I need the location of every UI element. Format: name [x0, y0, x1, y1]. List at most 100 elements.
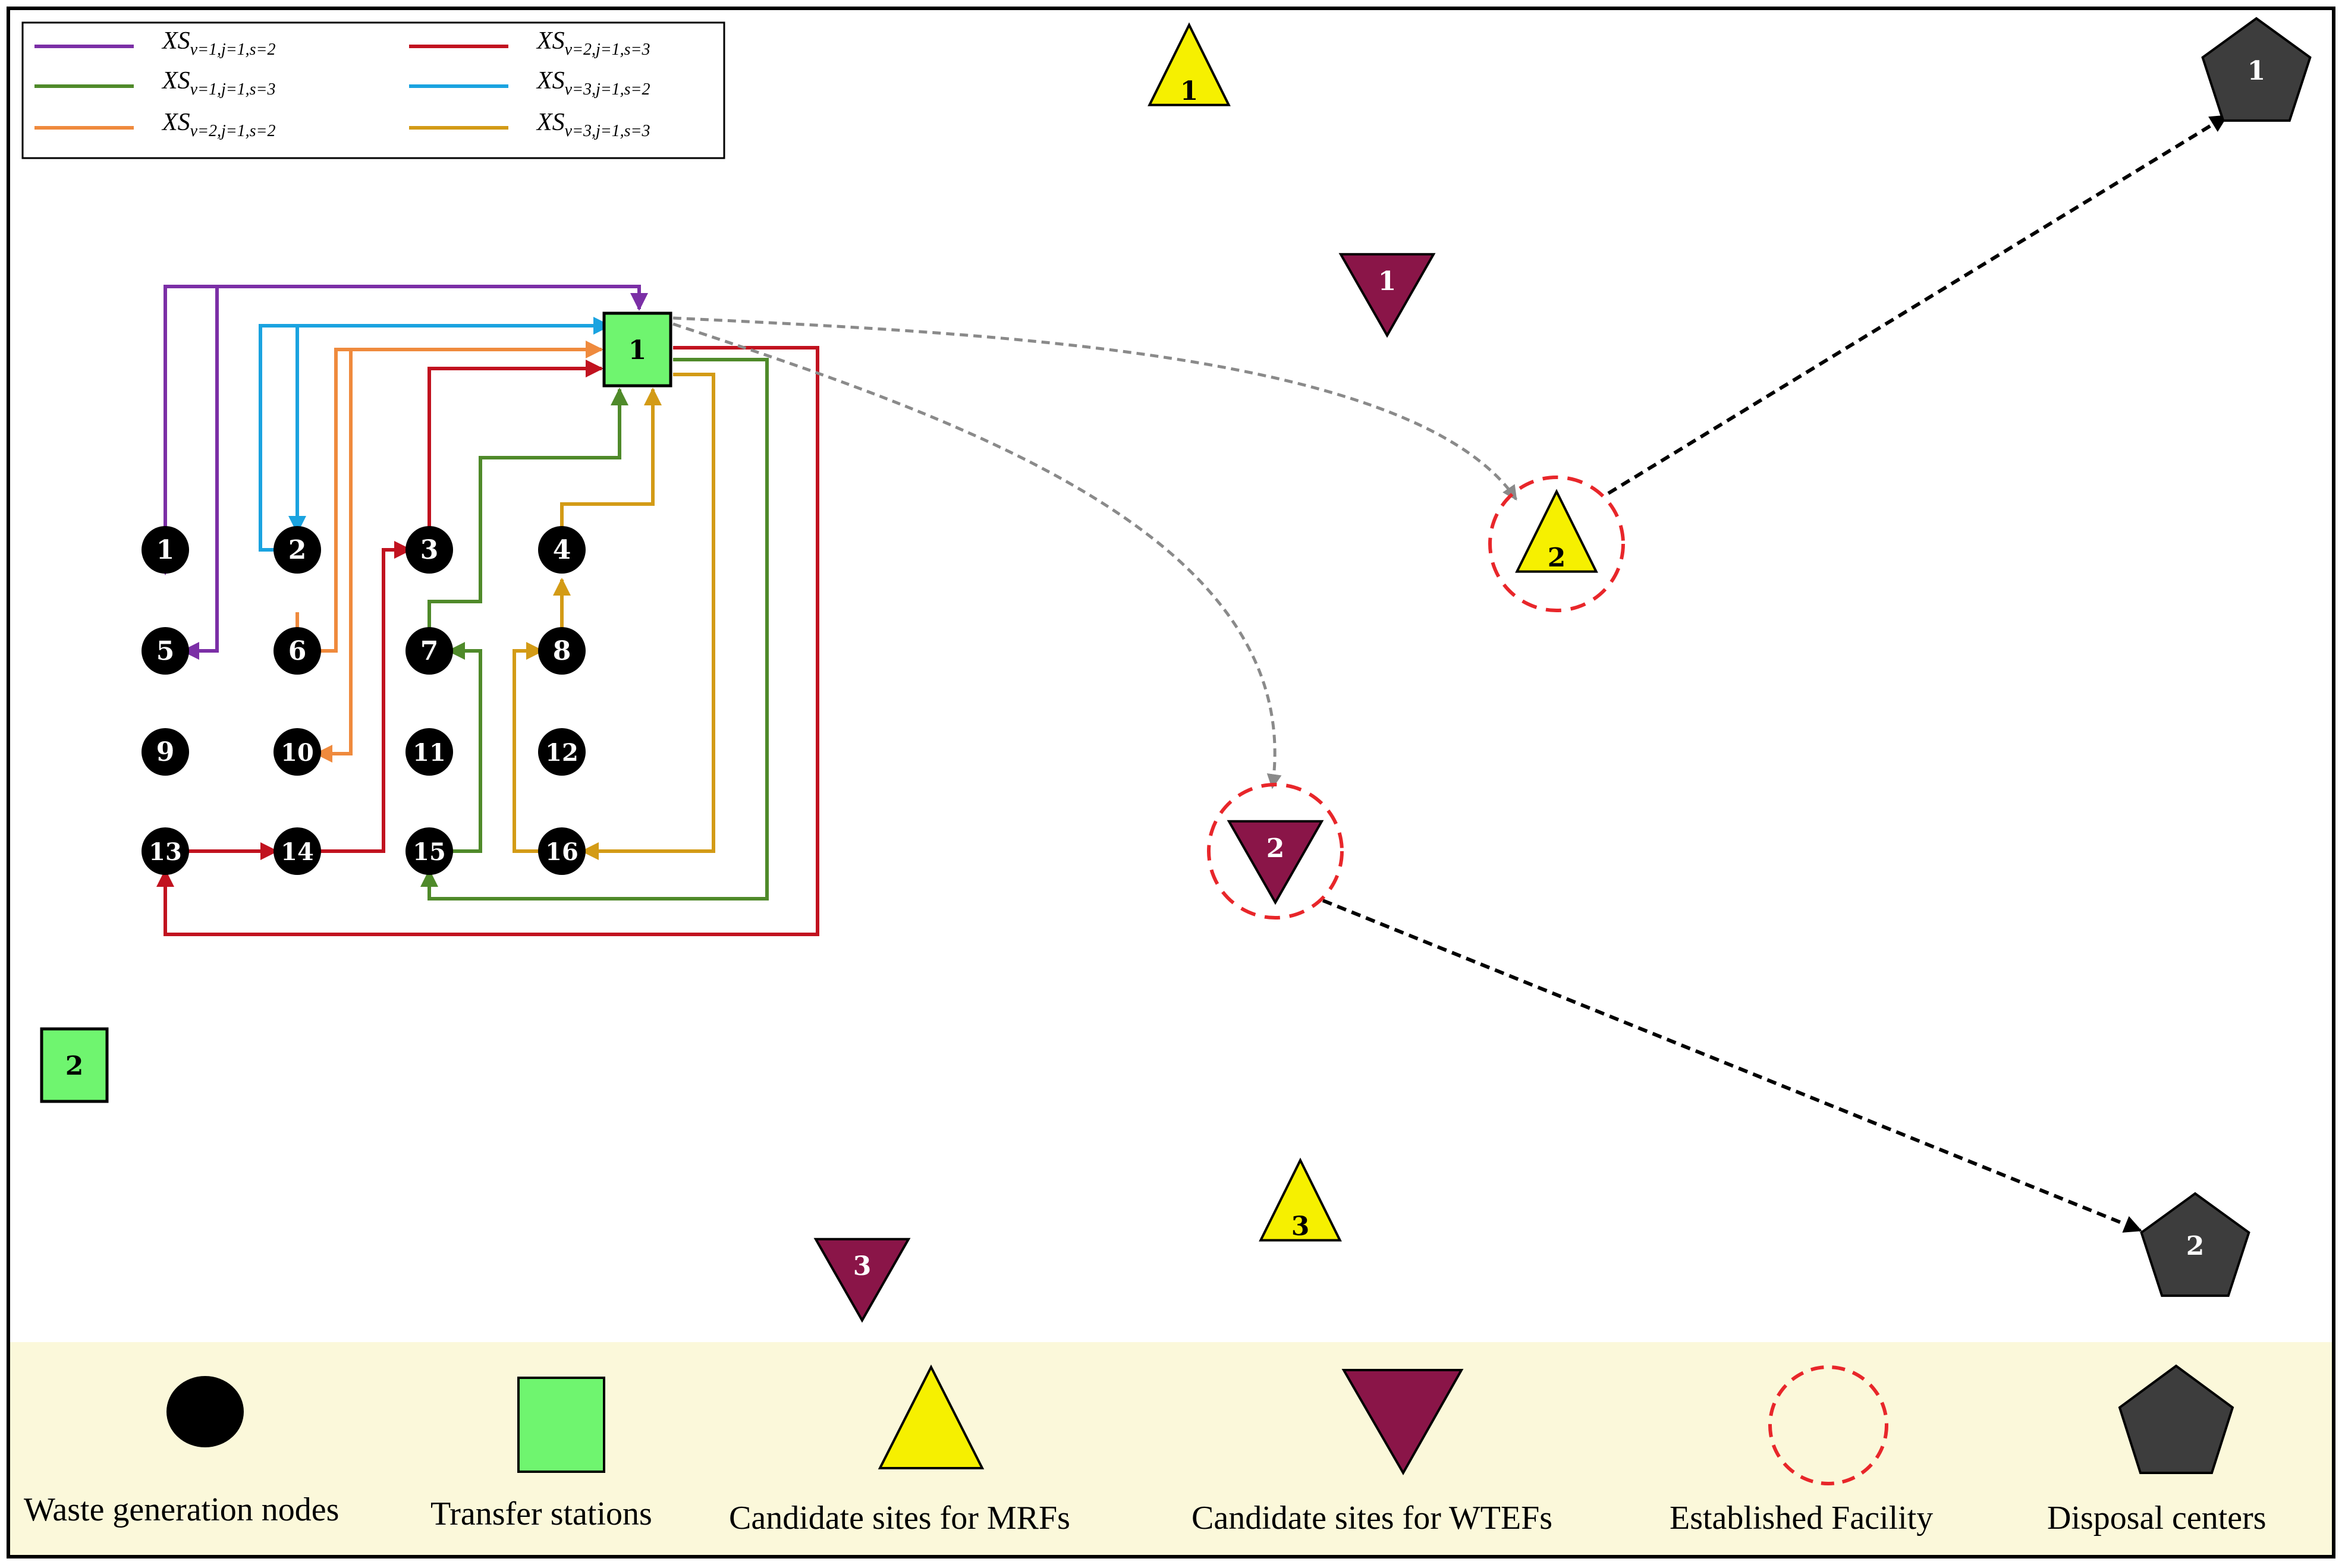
route-v2s2-seg-2	[314, 341, 603, 653]
key-label-v3s2: XSv=3,j=1,s=2	[536, 67, 650, 99]
waste-node-12: 12	[538, 728, 586, 776]
flow-wtef2-to-disposal2	[1322, 899, 2142, 1233]
waste-node-15: 15	[405, 827, 453, 875]
waste-node-label: 13	[149, 838, 182, 866]
waste-node-4: 4	[538, 526, 586, 574]
flow-lines	[672, 114, 2228, 1233]
mrf-site-1: 1	[1148, 22, 1231, 106]
legend-label-established: Established Facility	[1670, 1500, 1933, 1536]
legend-item-mrf: Candidate sites for MRFs	[729, 1364, 1070, 1536]
figure-frame	[7, 7, 2335, 1558]
route-v3s2	[259, 317, 611, 552]
key-entry-v2s2: XSv=2,j=1,s=2	[34, 109, 275, 140]
waste-node-9: 9	[142, 728, 189, 776]
waste-node-5: 5	[142, 627, 189, 675]
transfer-station-1: 1	[602, 311, 672, 388]
route-v3s3-seg-3	[581, 373, 715, 860]
waste-node-label: 12	[545, 739, 579, 767]
legend-label-wtef: Candidate sites for WTEFs	[1192, 1500, 1552, 1536]
legend: Waste generation nodes Transfer stations…	[24, 1364, 2266, 1536]
route-layer	[156, 285, 819, 936]
disposal-center-label: 2	[2186, 1231, 2205, 1261]
key-label-v2s3: XSv=2,j=1,s=3	[536, 27, 650, 59]
established-ring-mrf2	[1488, 476, 1625, 612]
legend-item-waste: Waste generation nodes	[24, 1376, 339, 1528]
route-v2s3-seg-4	[156, 346, 819, 936]
key-entry-v1s2: XSv=1,j=1,s=2	[34, 27, 275, 59]
waste-node-label: 2	[288, 535, 307, 565]
mrf-site-label: 2	[1548, 543, 1566, 573]
wtef-site-label: 1	[1378, 266, 1397, 297]
key-entry-v3s3: XSv=3,j=1,s=3	[409, 109, 650, 140]
waste-node-label: 6	[288, 636, 307, 666]
mrf-site-2: 2	[1515, 489, 1598, 573]
mrf-site-3: 3	[1259, 1157, 1342, 1242]
key-entry-v2s3: XSv=2,j=1,s=3	[409, 27, 650, 59]
waste-node-label: 16	[545, 838, 579, 866]
waste-node-label: 11	[413, 739, 446, 767]
mrf-site-label: 3	[1291, 1211, 1310, 1242]
flow-ts1-to-wtef2	[672, 322, 1282, 789]
legend-item-disposal: Disposal centers	[2047, 1364, 2266, 1536]
legend-label-waste: Waste generation nodes	[24, 1491, 339, 1528]
waste-node-label: 5	[156, 636, 175, 666]
wtef-site-1: 1	[1338, 253, 1436, 338]
key-label-v3s3: XSv=3,j=1,s=3	[536, 109, 650, 140]
wtef-site-2: 2	[1227, 820, 1324, 905]
waste-node-11: 11	[405, 728, 453, 776]
waste-node-label: 8	[553, 636, 571, 666]
route-v1s3-seg-1	[440, 642, 482, 853]
route-v3s3-seg-4	[513, 642, 544, 853]
route-v3s2-seg-1	[259, 317, 611, 552]
route-v1s2-seg-3	[181, 286, 219, 660]
legend-band	[10, 1342, 2332, 1555]
disposal-center-1: 1	[2201, 17, 2312, 122]
waste-node-label: 9	[156, 737, 175, 767]
waste-node-label: 15	[413, 838, 446, 866]
legend-item-established: Established Facility	[1670, 1365, 1933, 1536]
transfer-station-label: 1	[628, 335, 647, 366]
route-v1s3	[420, 358, 769, 901]
key-label-v1s2: XSv=1,j=1,s=2	[161, 27, 275, 59]
route-v3s3	[513, 373, 715, 860]
waste-node-label: 4	[553, 535, 571, 565]
waste-node-13: 13	[142, 827, 189, 875]
route-v1s3-seg-2	[427, 388, 628, 630]
waste-node-label: 10	[281, 739, 314, 767]
waste-node-6: 6	[274, 627, 321, 675]
route-v2s3-seg-2	[316, 541, 412, 853]
disposal-center-2: 2	[2140, 1192, 2250, 1297]
waste-node-14: 14	[274, 827, 321, 875]
key-label-v1s3: XSv=1,j=1,s=3	[161, 67, 275, 99]
route-v2s3-seg-3	[427, 360, 603, 532]
wtef-site-label: 3	[853, 1251, 872, 1282]
key-label-v2s2: XSv=2,j=1,s=2	[161, 109, 275, 140]
route-v2s2-seg-3	[315, 350, 353, 763]
established-ring-wtef2	[1207, 783, 1344, 920]
waste-node-16: 16	[538, 827, 586, 875]
waste-node-label: 3	[420, 535, 439, 565]
legend-label-mrf: Candidate sites for MRFs	[729, 1500, 1070, 1536]
legend-label-transfer: Transfer stations	[430, 1495, 652, 1532]
key-entry-v3s2: XSv=3,j=1,s=2	[409, 67, 650, 99]
waste-node-3: 3	[405, 526, 453, 574]
waste-node-label: 14	[281, 838, 314, 866]
waste-node-10: 10	[274, 728, 321, 776]
transfer-station-2: 2	[40, 1027, 109, 1103]
wtef-site-3: 3	[813, 1238, 911, 1323]
waste-node-1: 1	[142, 526, 189, 574]
route-v3s3-seg-2	[560, 388, 662, 532]
wtef-site-label: 2	[1266, 833, 1285, 864]
waste-node-2: 2	[274, 526, 321, 574]
legend-label-disposal: Disposal centers	[2047, 1500, 2266, 1536]
route-v2s3	[156, 346, 819, 936]
route-v1s3-seg-3	[420, 358, 769, 901]
legend-item-transfer: Transfer stations	[430, 1377, 652, 1532]
waste-node-label: 1	[156, 535, 175, 565]
waste-node-7: 7	[405, 627, 453, 675]
transfer-station-label: 2	[65, 1051, 84, 1081]
mrf-site-label: 1	[1180, 76, 1199, 106]
